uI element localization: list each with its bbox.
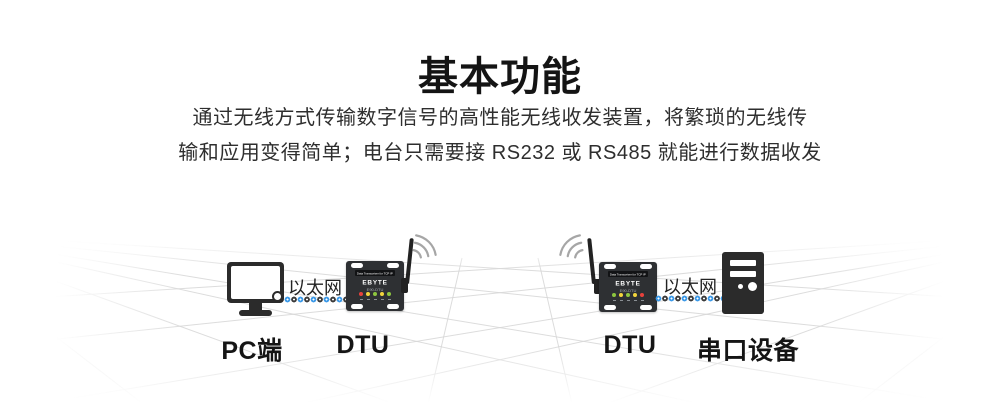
mount-tab-icon — [351, 263, 363, 268]
description-line-2: 输和应用变得简单；电台只需要接 RS232 或 RS485 就能进行数据收发 — [178, 142, 822, 164]
caption-dtu-right: DTU — [603, 331, 657, 359]
antenna-connector — [401, 278, 408, 293]
mount-tab-icon — [604, 305, 616, 310]
mount-tab-icon — [640, 264, 652, 269]
dtu-model-label: E90-DTU — [366, 287, 384, 292]
antenna-connector — [594, 279, 601, 294]
ethernet-label-right: 以太网 — [663, 277, 717, 297]
caption-serial-device: 串口设备 — [696, 337, 800, 365]
ethernet-cable-left-icon — [284, 296, 348, 303]
wireless-signal-icon — [412, 234, 437, 259]
ethernet-cable-right-icon — [655, 295, 723, 302]
led-indicator-row — [599, 293, 657, 297]
mount-tab-icon — [387, 263, 399, 268]
led-red — [640, 293, 644, 297]
mount-tab-icon — [387, 304, 399, 309]
monitor-base — [239, 310, 272, 316]
tower-small-dot — [738, 284, 743, 289]
monitor-power-dot — [272, 291, 283, 302]
page-title: 基本功能 — [418, 55, 582, 99]
tower-power-dot — [748, 282, 757, 291]
mount-tab-icon — [640, 305, 652, 310]
drive-bay — [730, 271, 756, 277]
led-caption-marks — [346, 299, 404, 300]
led-red — [359, 292, 363, 296]
led-green — [387, 292, 391, 296]
mount-tab-icon — [351, 304, 363, 309]
ethernet-label-left: 以太网 — [288, 278, 342, 298]
monitor-neck — [249, 303, 262, 311]
dtu-model-label: E90-DTU — [619, 288, 637, 293]
led-yellow — [380, 292, 384, 296]
led-caption-marks — [599, 300, 657, 301]
dtu-device-left: Data Transceiver for TCP IP EBYTE E90-DT… — [346, 261, 404, 311]
pc-tower-icon — [722, 252, 764, 314]
drive-bay — [730, 260, 756, 266]
caption-pc: PC端 — [221, 337, 283, 365]
dtu-brand-label: EBYTE — [362, 278, 388, 287]
led-green — [612, 293, 616, 297]
led-indicator-row — [346, 292, 404, 296]
led-green — [626, 293, 630, 297]
description-line-1: 通过无线方式传输数字信号的高性能无线收发装置，将繁琐的无线传 — [192, 107, 808, 129]
dtu-brand-label: EBYTE — [615, 279, 641, 288]
wireless-signal-icon — [559, 234, 584, 259]
monitor-screen — [231, 266, 280, 299]
led-green — [373, 292, 377, 296]
dtu-panel-strip: Data Transceiver for TCP IP — [355, 270, 395, 276]
dtu-panel-strip: Data Transceiver for TCP IP — [608, 271, 648, 277]
desktop-monitor-icon — [227, 262, 284, 303]
led-yellow — [633, 293, 637, 297]
led-yellow — [619, 293, 623, 297]
mount-tab-icon — [604, 264, 616, 269]
caption-dtu-left: DTU — [336, 331, 390, 359]
led-yellow — [366, 292, 370, 296]
dtu-device-right: Data Transceiver for TCP IP EBYTE E90-DT… — [599, 262, 657, 312]
